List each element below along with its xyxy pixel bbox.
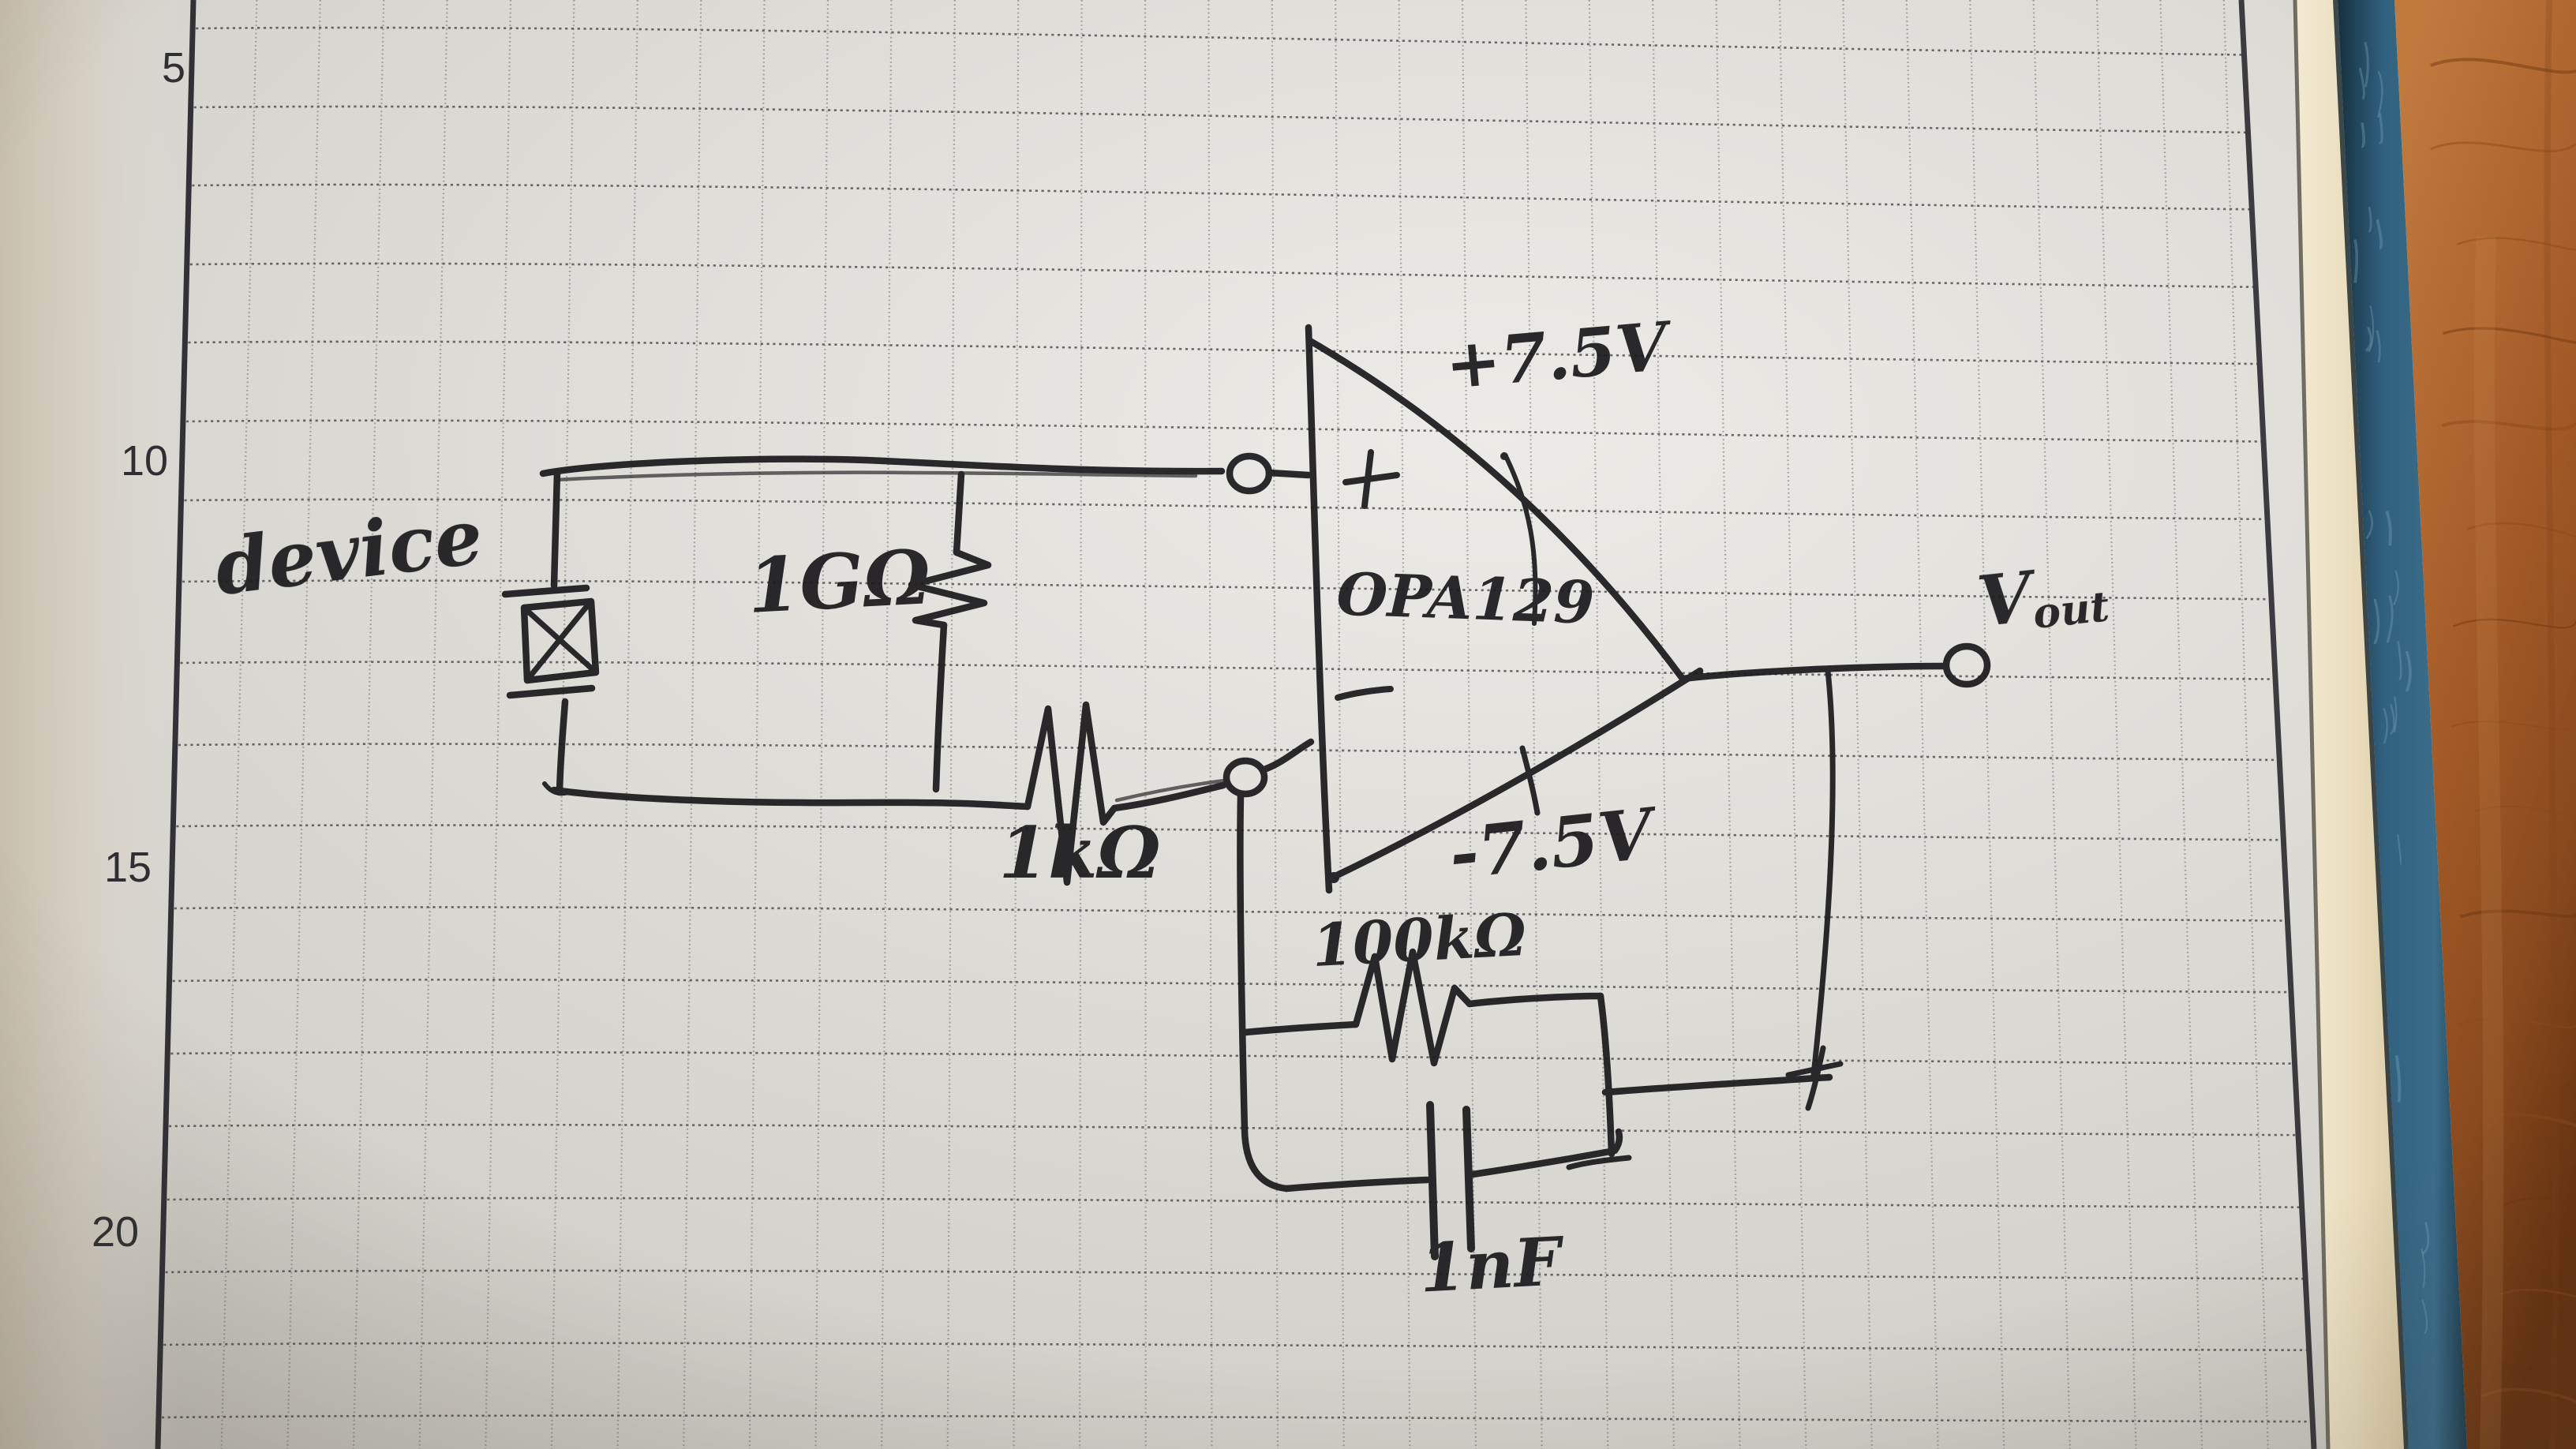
photo-vignette <box>0 0 2576 1449</box>
scene: 5 10 15 20 <box>0 0 2576 1449</box>
notebook-photo: 5 10 15 20 <box>0 0 2576 1449</box>
